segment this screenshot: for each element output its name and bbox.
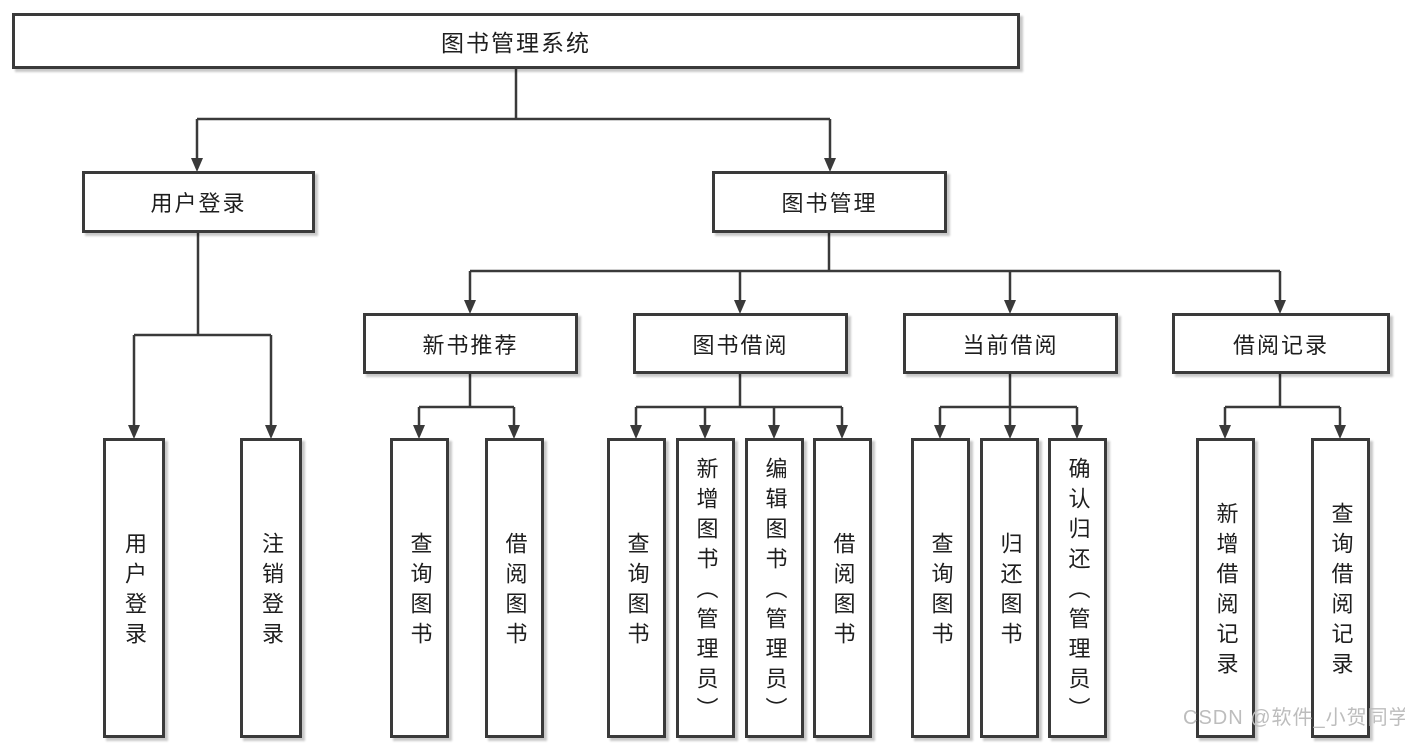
leaf-br-query-record: 查询借阅记录: [1311, 438, 1370, 738]
connector-user-login-to-children: [128, 233, 277, 439]
connector-book-borrow-to-children: [630, 374, 848, 439]
leaf-cb-query-book: 查询图书: [911, 438, 970, 738]
node-book-mgmt: 图书管理: [712, 171, 947, 233]
node-user-login: 用户登录: [82, 171, 315, 233]
leaf-bb-add-book-label: 新增图书（管理员）: [693, 457, 719, 727]
leaf-br-add-record-label: 新增借阅记录: [1213, 502, 1239, 682]
connector-borrow-record-to-children: [1219, 374, 1346, 439]
leaf-bb-borrow-book-label: 借阅图书: [830, 532, 856, 652]
node-borrow-record-label: 借阅记录: [1232, 332, 1329, 358]
leaf-cb-return-book: 归还图书: [980, 438, 1039, 738]
leaf-rec-query-book-label: 查询图书: [407, 532, 433, 652]
node-current-borrow: 当前借阅: [903, 313, 1118, 374]
csdn-watermark: CSDN @软件_小贺同学: [1183, 707, 1405, 729]
leaf-user-login: 用户登录: [103, 438, 165, 738]
node-root-label: 图书管理系统: [441, 30, 591, 56]
leaf-logout: 注销登录: [240, 438, 302, 738]
leaf-rec-query-book: 查询图书: [390, 438, 449, 738]
connector-current-borrow-to-children: [934, 374, 1083, 439]
leaf-cb-confirm-return: 确认归还（管理员）: [1048, 438, 1107, 738]
leaf-bb-borrow-book: 借阅图书: [813, 438, 872, 738]
node-new-book-rec-label: 新书推荐: [422, 332, 519, 358]
leaf-bb-add-book: 新增图书（管理员）: [676, 438, 735, 738]
node-borrow-record: 借阅记录: [1172, 313, 1390, 374]
leaf-bb-query-book: 查询图书: [607, 438, 666, 738]
leaf-cb-query-book-label: 查询图书: [928, 532, 954, 652]
leaf-rec-borrow-book-label: 借阅图书: [502, 532, 528, 652]
node-book-mgmt-label: 图书管理: [781, 191, 878, 216]
leaf-br-add-record: 新增借阅记录: [1196, 438, 1255, 738]
node-book-borrow-label: 图书借阅: [692, 332, 789, 358]
leaf-user-login-label: 用户登录: [122, 532, 147, 652]
leaf-bb-edit-book: 编辑图书（管理员）: [745, 438, 804, 738]
node-root: 图书管理系统: [12, 13, 1020, 69]
connector-new-book-rec-to-children: [413, 374, 520, 439]
node-current-borrow-label: 当前借阅: [962, 332, 1059, 358]
node-book-borrow: 图书借阅: [633, 313, 848, 374]
leaf-cb-confirm-return-label: 确认归还（管理员）: [1065, 457, 1091, 727]
leaf-bb-query-book-label: 查询图书: [624, 532, 650, 652]
node-user-login-label: 用户登录: [150, 191, 247, 216]
leaf-cb-return-book-label: 归还图书: [997, 532, 1023, 652]
leaf-rec-borrow-book: 借阅图书: [485, 438, 544, 738]
leaf-br-query-record-label: 查询借阅记录: [1328, 502, 1354, 682]
connector-book-mgmt-to-level3: [464, 233, 1286, 314]
leaf-bb-edit-book-label: 编辑图书（管理员）: [762, 457, 788, 727]
connector-root-to-level2: [191, 69, 836, 172]
leaf-logout-label: 注销登录: [259, 532, 284, 652]
node-new-book-rec: 新书推荐: [363, 313, 578, 374]
